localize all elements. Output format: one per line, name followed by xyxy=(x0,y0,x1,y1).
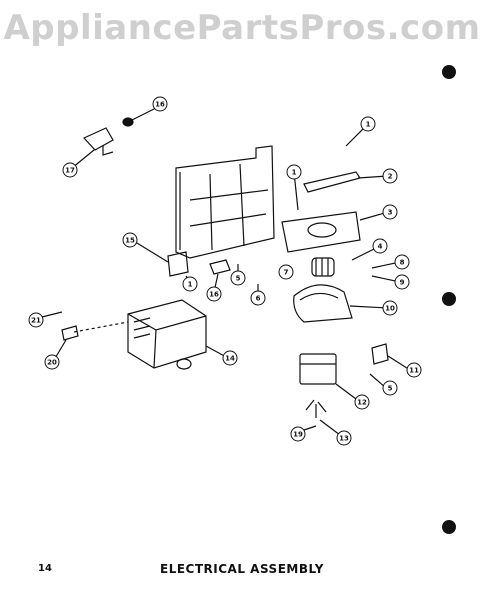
svg-text:13: 13 xyxy=(339,435,349,443)
callout-1: 1 xyxy=(286,164,302,180)
blower-housing xyxy=(293,284,353,323)
watermark: AppliancePartsPros.com xyxy=(3,8,481,48)
clip-part xyxy=(209,259,231,275)
svg-text:15: 15 xyxy=(125,237,135,245)
screw-part xyxy=(122,117,134,127)
callout-5: 5 xyxy=(382,380,398,396)
callout-1: 1 xyxy=(360,116,376,132)
callout-8: 8 xyxy=(394,254,410,270)
svg-text:21: 21 xyxy=(31,317,41,325)
bracket-part xyxy=(82,127,114,151)
bracket-15 xyxy=(167,251,189,277)
callout-9: 9 xyxy=(394,274,410,290)
callout-17: 17 xyxy=(62,162,78,178)
callout-21: 21 xyxy=(28,312,44,328)
svg-text:12: 12 xyxy=(357,399,367,407)
page-frame xyxy=(26,60,436,560)
callout-20: 20 xyxy=(44,354,60,370)
svg-text:1: 1 xyxy=(292,169,297,177)
chassis-panel xyxy=(175,145,275,259)
callout-1: 1 xyxy=(182,276,198,292)
callout-16: 16 xyxy=(206,286,222,302)
svg-text:6: 6 xyxy=(256,295,261,303)
mounting-plate xyxy=(281,211,361,253)
svg-text:17: 17 xyxy=(65,167,75,175)
svg-text:16: 16 xyxy=(209,291,219,299)
svg-text:16: 16 xyxy=(155,101,165,109)
callout-6: 6 xyxy=(250,290,266,306)
callouts: 1 1 2 3 4 8 9 7 10 11 5 12 13 19 14 15 1… xyxy=(28,96,422,446)
callout-14: 14 xyxy=(222,350,238,366)
magnetron xyxy=(127,299,207,369)
bracket-11 xyxy=(371,343,389,365)
fuse-holder xyxy=(61,325,79,341)
svg-text:5: 5 xyxy=(236,275,241,283)
motor-part xyxy=(311,257,335,277)
callout-12: 12 xyxy=(354,394,370,410)
svg-text:1: 1 xyxy=(366,121,371,129)
svg-text:5: 5 xyxy=(388,385,393,393)
svg-text:19: 19 xyxy=(293,431,303,439)
svg-text:1: 1 xyxy=(188,281,193,289)
callout-7: 7 xyxy=(278,264,294,280)
callout-5: 5 xyxy=(230,270,246,286)
callout-10: 10 xyxy=(382,300,398,316)
diagram-caption: ELECTRICAL ASSEMBLY xyxy=(160,562,324,576)
callout-2: 2 xyxy=(382,168,398,184)
svg-text:4: 4 xyxy=(378,243,383,251)
fan-blade xyxy=(305,399,327,418)
callout-15: 15 xyxy=(122,232,138,248)
callout-3: 3 xyxy=(382,204,398,220)
hole-punch xyxy=(442,520,456,534)
hole-punch xyxy=(442,292,456,306)
svg-text:11: 11 xyxy=(409,367,419,375)
svg-text:2: 2 xyxy=(388,173,393,181)
svg-text:10: 10 xyxy=(385,305,395,313)
svg-text:9: 9 xyxy=(400,279,405,287)
svg-text:7: 7 xyxy=(284,269,289,277)
hole-punch xyxy=(442,65,456,79)
svg-text:14: 14 xyxy=(225,355,235,363)
callout-16: 16 xyxy=(152,96,168,112)
svg-text:3: 3 xyxy=(388,209,393,217)
fan-motor xyxy=(299,353,337,385)
page-number: 14 xyxy=(38,563,52,574)
svg-text:20: 20 xyxy=(47,359,57,367)
support-bracket xyxy=(303,171,361,193)
svg-text:8: 8 xyxy=(400,259,405,267)
callout-4: 4 xyxy=(372,238,388,254)
callout-11: 11 xyxy=(406,362,422,378)
callout-13: 13 xyxy=(336,430,352,446)
callout-19: 19 xyxy=(290,426,306,442)
